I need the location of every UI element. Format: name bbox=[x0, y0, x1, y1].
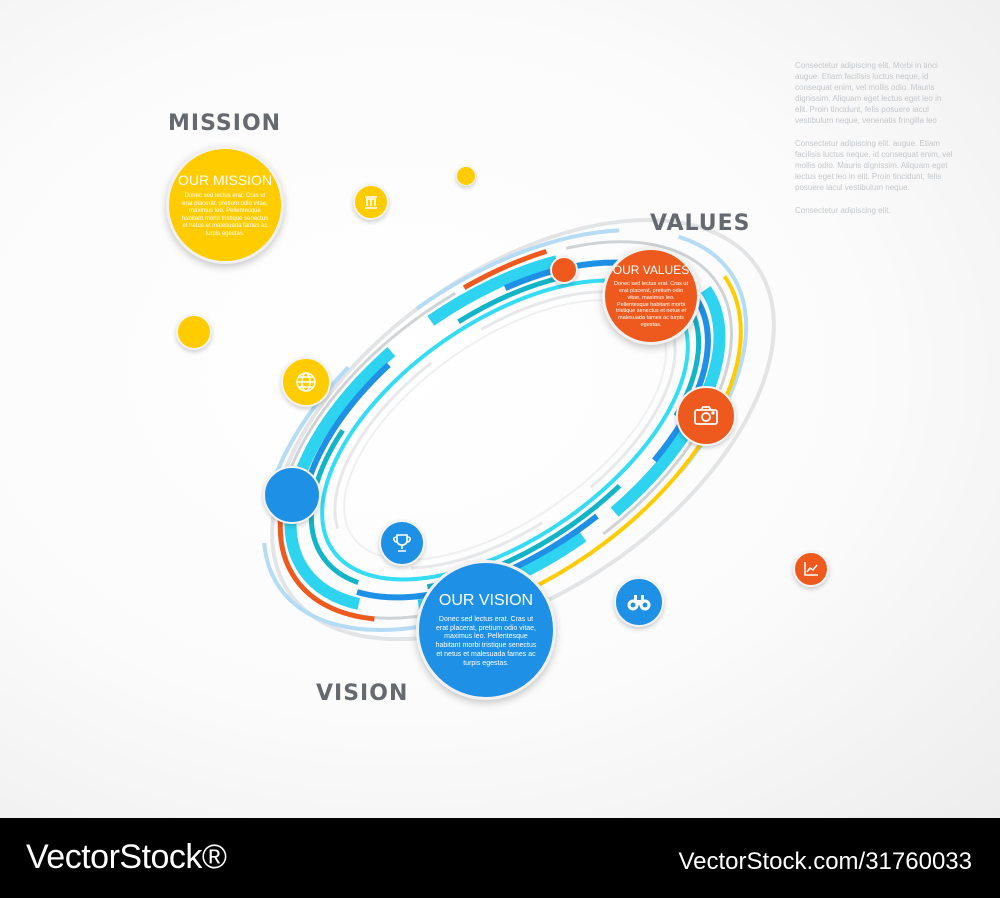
camera-icon bbox=[676, 386, 736, 446]
chart-icon bbox=[793, 551, 829, 587]
mission-body: Donec sed lectus erat. Cras ut erat plac… bbox=[181, 193, 269, 237]
trophy-icon bbox=[379, 520, 425, 566]
values-heading: VALUES bbox=[650, 211, 751, 236]
globe-icon bbox=[281, 357, 331, 407]
values-title: OUR VALUES bbox=[612, 262, 690, 277]
vision-circle: OUR VISION Donec sed lectus erat. Cras u… bbox=[416, 560, 556, 700]
mission-circle: OUR MISSION Donec sed lectus erat. Cras … bbox=[166, 146, 284, 264]
diagram-canvas: MISSION VALUES VISION OUR MISSION Donec … bbox=[0, 0, 1000, 818]
blue-dot bbox=[263, 466, 321, 524]
watermark-footer: VectorStock® VectorStock.com/31760033 bbox=[0, 818, 1000, 898]
column-icon bbox=[353, 184, 389, 220]
orbit-ring-cyan-thick bbox=[284, 246, 726, 614]
orbit-ring-gray bbox=[277, 240, 733, 620]
binoculars-icon bbox=[614, 577, 664, 627]
orbit-ring-orange bbox=[277, 235, 743, 623]
sidebar-paragraph-2: Consectetur adipiscing elit. augue. Etia… bbox=[795, 139, 953, 192]
footer-id: VectorStock.com/31760033 bbox=[678, 848, 972, 875]
values-body: Donec sed lectus erat. Cras ut erat plac… bbox=[614, 280, 688, 329]
mission-heading: MISSION bbox=[168, 111, 282, 136]
orbit-ring-yellow bbox=[267, 231, 743, 629]
sidebar-text: Consectetur adipiscing elit. Morbi in ti… bbox=[795, 60, 955, 228]
yellow-dot-top bbox=[456, 166, 476, 186]
orange-dot bbox=[550, 256, 578, 284]
mission-title: OUR MISSION bbox=[177, 172, 273, 188]
sidebar-paragraph-3: Consectetur adipiscing elit. bbox=[795, 206, 891, 215]
yellow-dot-left bbox=[176, 314, 212, 350]
vision-body: Donec sed lectus erat. Cras ut erat plac… bbox=[435, 615, 537, 667]
footer-brand: VectorStock® bbox=[26, 838, 227, 876]
sidebar-paragraph-1: Consectetur adipiscing elit. Morbi in ti… bbox=[795, 61, 942, 125]
vision-title: OUR VISION bbox=[438, 591, 534, 609]
values-circle: OUR VALUES Donec sed lectus erat. Cras u… bbox=[602, 247, 700, 345]
vision-heading: VISION bbox=[316, 681, 409, 706]
